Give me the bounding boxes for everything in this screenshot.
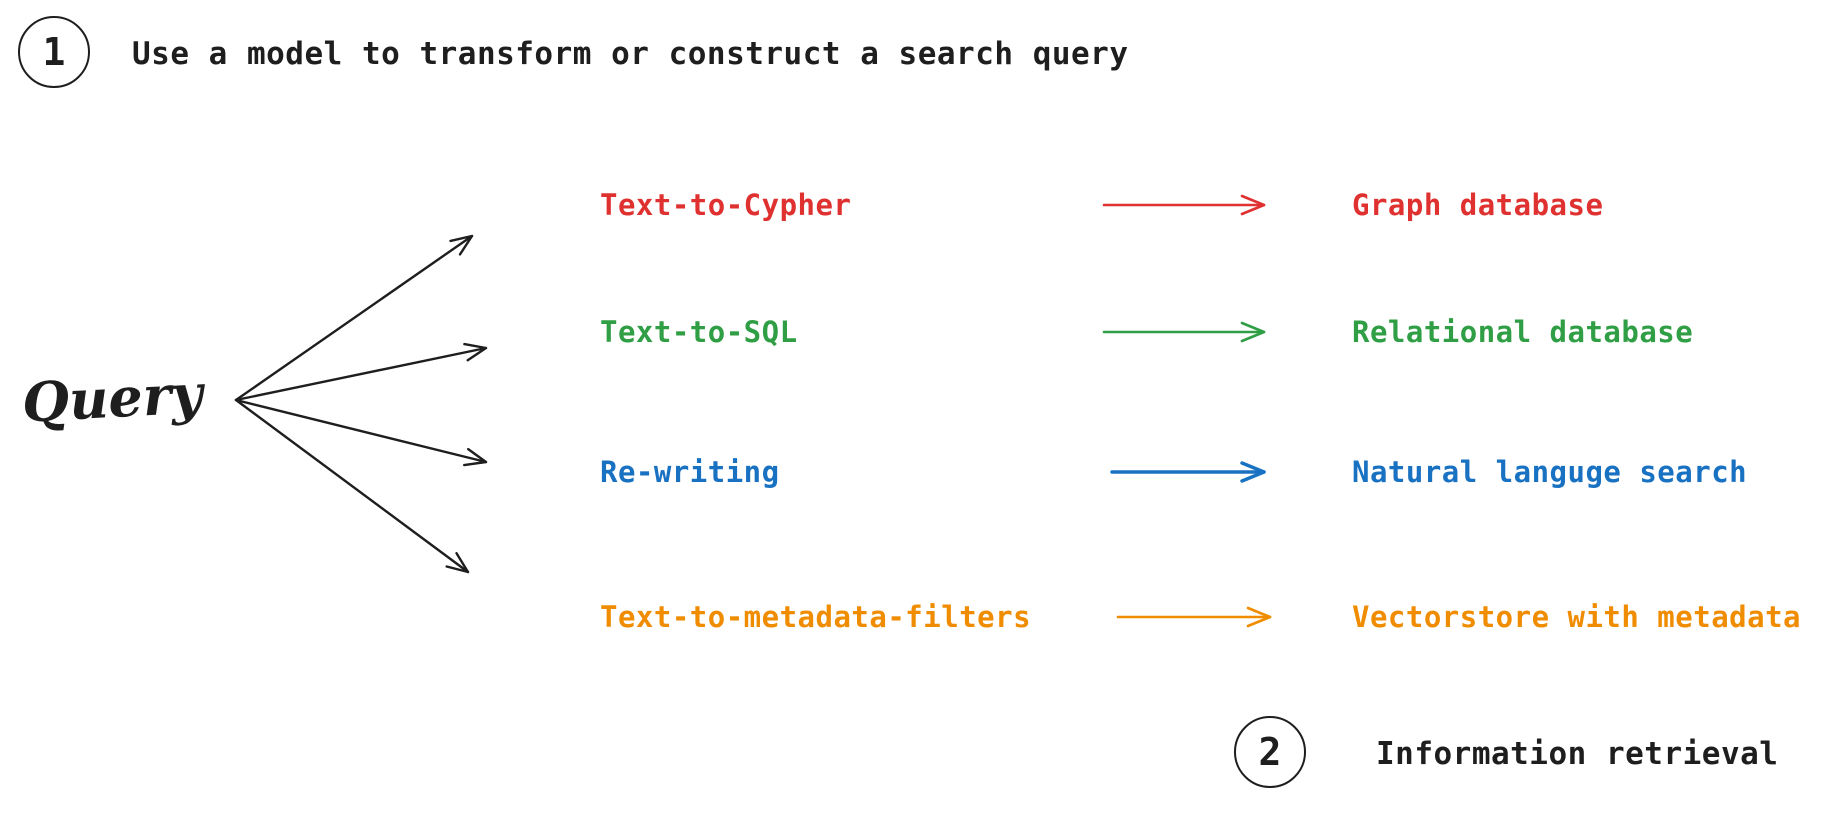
step1-number: 1 (42, 30, 66, 74)
arrow-text-to-metadata-filters (1116, 606, 1272, 628)
step1-circle: 1 (18, 16, 90, 88)
query-fan-arrows (234, 234, 488, 574)
step2-circle: 2 (1234, 716, 1306, 788)
step1-label: Use a model to transform or construct a … (132, 36, 1129, 72)
technique-text-to-metadata-filters: Text-to-metadata-filters (600, 600, 1032, 634)
arrow-text-to-cypher (1102, 194, 1266, 216)
target-graph-database: Graph database (1352, 188, 1604, 222)
target-vectorstore-with-metadata: Vectorstore with metadata (1352, 600, 1801, 634)
step2-number: 2 (1258, 730, 1282, 774)
technique-text-to-cypher: Text-to-Cypher (600, 188, 852, 222)
step2-label: Information retrieval (1376, 736, 1779, 772)
target-natural-language-search: Natural languge search (1352, 455, 1748, 489)
arrow-text-to-sql (1102, 321, 1266, 343)
target-relational-database: Relational database (1352, 315, 1694, 349)
query-node: Query (20, 361, 205, 435)
technique-text-to-sql: Text-to-SQL (600, 315, 798, 349)
technique-re-writing: Re-writing (600, 455, 780, 489)
arrow-re-writing (1110, 461, 1266, 483)
